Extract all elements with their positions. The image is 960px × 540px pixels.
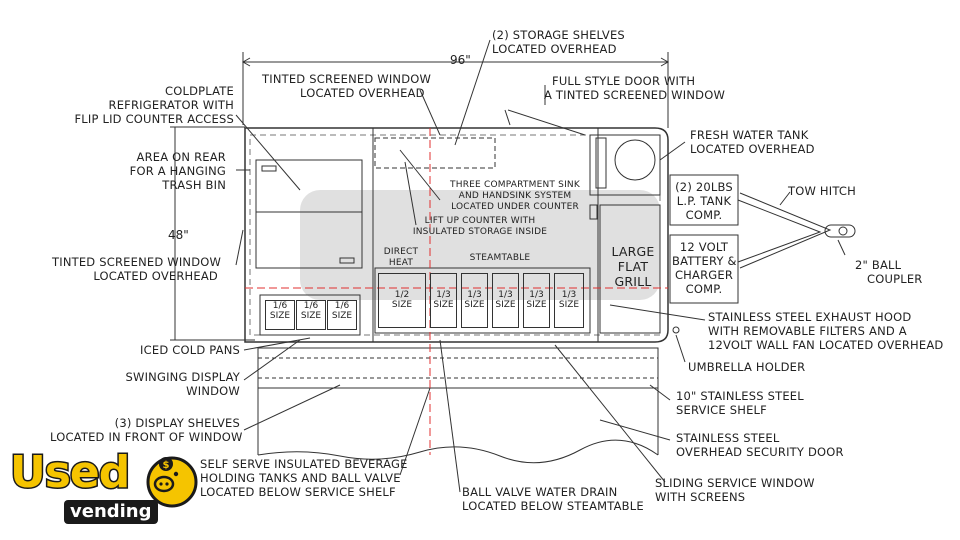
label-sliding-window: SLIDING SERVICE WINDOW WITH SCREENS	[655, 476, 815, 504]
label-direct-heat: DIRECT HEAT	[383, 247, 419, 268]
label-lp-tank: (2) 20LBS L.P. TANK COMP.	[675, 180, 733, 222]
label-service-shelf: 10" STAINLESS STEEL SERVICE SHELF	[676, 389, 804, 417]
label-trash-bin: AREA ON REAR FOR A HANGING TRASH BIN	[129, 150, 226, 192]
label-lift-counter: LIFT UP COUNTER WITH INSULATED STORAGE I…	[412, 216, 548, 237]
refrigerator-shape	[255, 159, 363, 269]
label-full-door: FULL STYLE DOOR WITH A TINTED SCREENED W…	[544, 74, 726, 102]
pig-coin-icon: $	[146, 456, 198, 508]
label-iced-pans: ICED COLD PANS	[140, 343, 240, 357]
width-dimension: 48"	[168, 228, 189, 242]
label-beverage: SELF SERVE INSULATED BEVERAGE HOLDING TA…	[200, 457, 408, 499]
label-umbrella: UMBRELLA HOLDER	[688, 360, 806, 374]
label-battery: 12 VOLT BATTERY & CHARGER COMP.	[672, 240, 737, 296]
service-shelf-shape	[257, 347, 659, 389]
logo-sub: vending	[64, 500, 158, 524]
label-storage-shelves: (2) STORAGE SHELVES LOCATED OVERHEAD	[492, 28, 625, 56]
logo-word: Used	[8, 446, 131, 499]
steamtable-shape	[374, 267, 591, 334]
watermark	[300, 190, 660, 300]
security-door-edge	[257, 439, 659, 464]
tow-hitch-shape	[739, 192, 832, 269]
label-security-door: STAINLESS STEEL OVERHEAD SECURITY DOOR	[676, 431, 844, 459]
sink-shape	[589, 134, 661, 196]
label-tinted-window-top: TINTED SCREENED WINDOW LOCATED OVERHEAD	[262, 72, 432, 100]
used-vending-logo: Used vending $	[6, 446, 206, 534]
storage-shelves-shape	[374, 137, 496, 169]
label-swinging-window: SWINGING DISPLAY WINDOW	[125, 370, 240, 398]
label-steamtable: STEAMTABLE	[469, 253, 531, 263]
label-coldplate: COLDPLATE REFRIGERATOR WITH FLIP LID COU…	[74, 84, 234, 126]
trailer-body	[244, 127, 669, 343]
label-ball-valve-drain: BALL VALVE WATER DRAIN LOCATED BELOW STE…	[462, 485, 644, 513]
label-display-shelves: (3) DISPLAY SHELVES LOCATED IN FRONT OF …	[50, 416, 243, 444]
umbrella-holder-shape	[672, 326, 680, 334]
length-dimension: 96"	[450, 53, 471, 67]
label-tinted-window-left: TINTED SCREENED WINDOW LOCATED OVERHEAD	[52, 255, 222, 283]
label-grill: LARGE FLAT GRILL	[611, 244, 655, 289]
label-ball-coupler: 2" BALL COUPLER	[855, 258, 923, 286]
svg-text:$: $	[163, 460, 170, 471]
door-shape	[507, 109, 586, 136]
label-fresh-water: FRESH WATER TANK LOCATED OVERHEAD	[690, 128, 815, 156]
grill-shape	[599, 204, 661, 334]
cold-pans-frame	[259, 294, 361, 336]
battery-comp	[669, 234, 739, 304]
label-exhaust-hood: STAINLESS STEEL EXHAUST HOOD WITH REMOVA…	[708, 310, 944, 352]
label-three-sink: THREE COMPARTMENT SINK AND HANDSINK SYST…	[450, 180, 580, 212]
label-tow-hitch: TOW HITCH	[788, 184, 856, 198]
